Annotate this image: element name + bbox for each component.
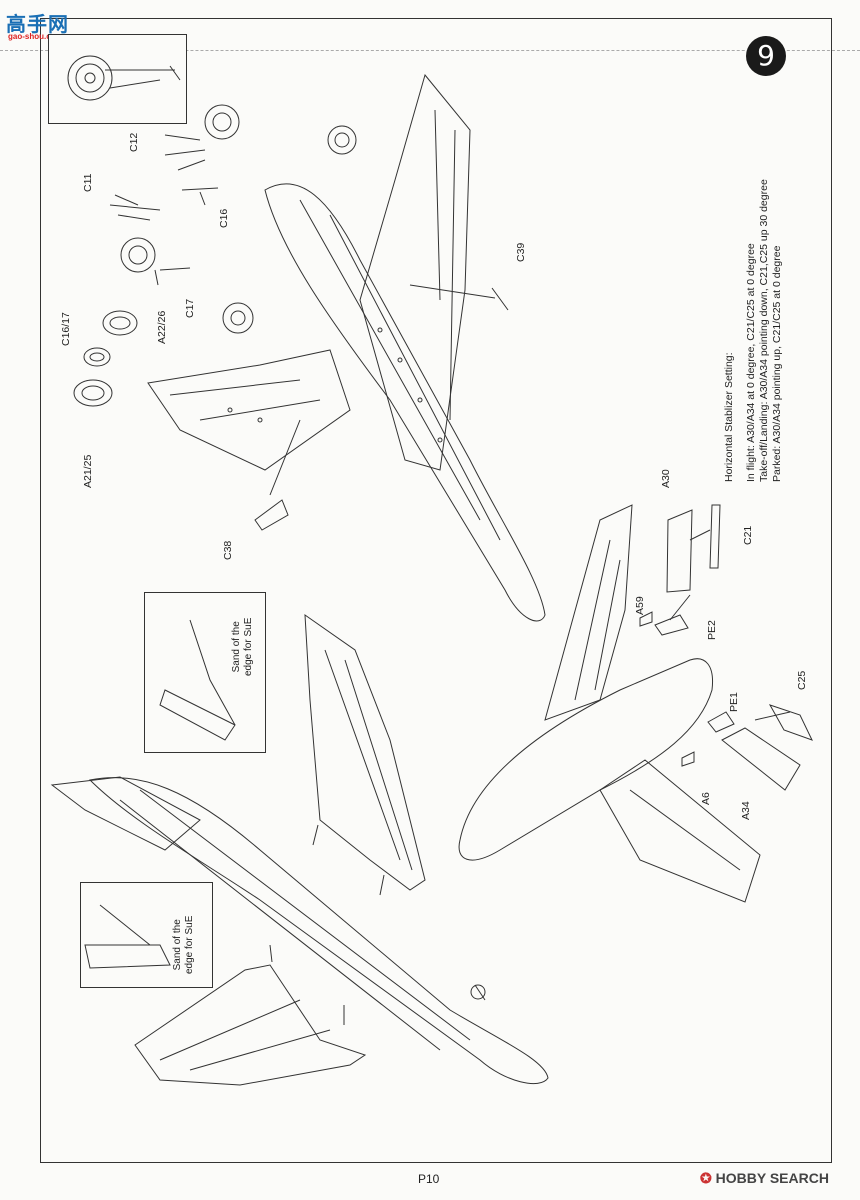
detail-wheel-drawing (67, 55, 181, 101)
right-aircraft-drawing (458, 504, 813, 903)
page-frame (40, 18, 832, 1163)
label-a22-26: A22/26 (156, 310, 168, 344)
brand-name: HOBBY SEARCH (715, 1170, 829, 1186)
bottom-aircraft-drawing (50, 613, 549, 1086)
brand-logo: ✪ HOBBY SEARCH (700, 1170, 829, 1187)
label-c16: C16 (218, 208, 230, 228)
cut-line (0, 50, 860, 51)
stabilizer-title: Horizontal Stablizer Setting: (723, 352, 735, 482)
stabilizer-line-parked: Parked: A30/A34 pointing up, C21/C25 at … (771, 245, 783, 482)
label-a21-25: A21/25 (82, 454, 94, 488)
note-sue-bottom: Sand of the edge for SuE (172, 915, 195, 974)
step-number: 9 (746, 36, 786, 76)
label-c38: C38 (222, 540, 234, 560)
detail-box-sue-top (144, 592, 266, 753)
label-a30: A30 (660, 469, 672, 488)
stabilizer-line-takeoff: Take-off/Landing: A30/A34 pointing down,… (758, 179, 770, 482)
label-c21: C21 (742, 525, 754, 545)
stabilizer-setting-text: Horizontal Stablizer Setting: In flight:… (723, 179, 784, 482)
label-c25: C25 (796, 670, 808, 690)
label-a34: A34 (740, 801, 752, 820)
detail-box-sue-bottom (80, 882, 213, 988)
page-number: P10 (418, 1172, 440, 1186)
stabilizer-line-inflight: In flight: A30/A34 at 0 degree, C21/C25 … (745, 243, 757, 482)
watermark-logo: 高手网 gao-shou.com (6, 8, 70, 41)
label-c11: C11 (82, 173, 94, 192)
sue-detail-drawings (84, 619, 236, 969)
label-a59: A59 (634, 596, 646, 615)
star-icon: ✪ (700, 1170, 716, 1186)
label-a6: A6 (700, 792, 712, 805)
label-c12: C12 (128, 132, 140, 152)
note-sue-top: Sand of the edge for SuE (231, 617, 254, 676)
label-c17: C17 (184, 298, 196, 318)
top-aircraft-drawing (73, 73, 546, 622)
label-c39: C39 (515, 242, 527, 262)
detail-box-landing-gear (48, 34, 187, 124)
label-c16-17: C16/17 (60, 312, 72, 346)
label-pe1: PE1 (728, 692, 740, 712)
label-pe2: PE2 (706, 620, 718, 640)
watermark-url: gao-shou.com (8, 32, 63, 41)
watermark-cn: 高手网 (6, 12, 69, 36)
